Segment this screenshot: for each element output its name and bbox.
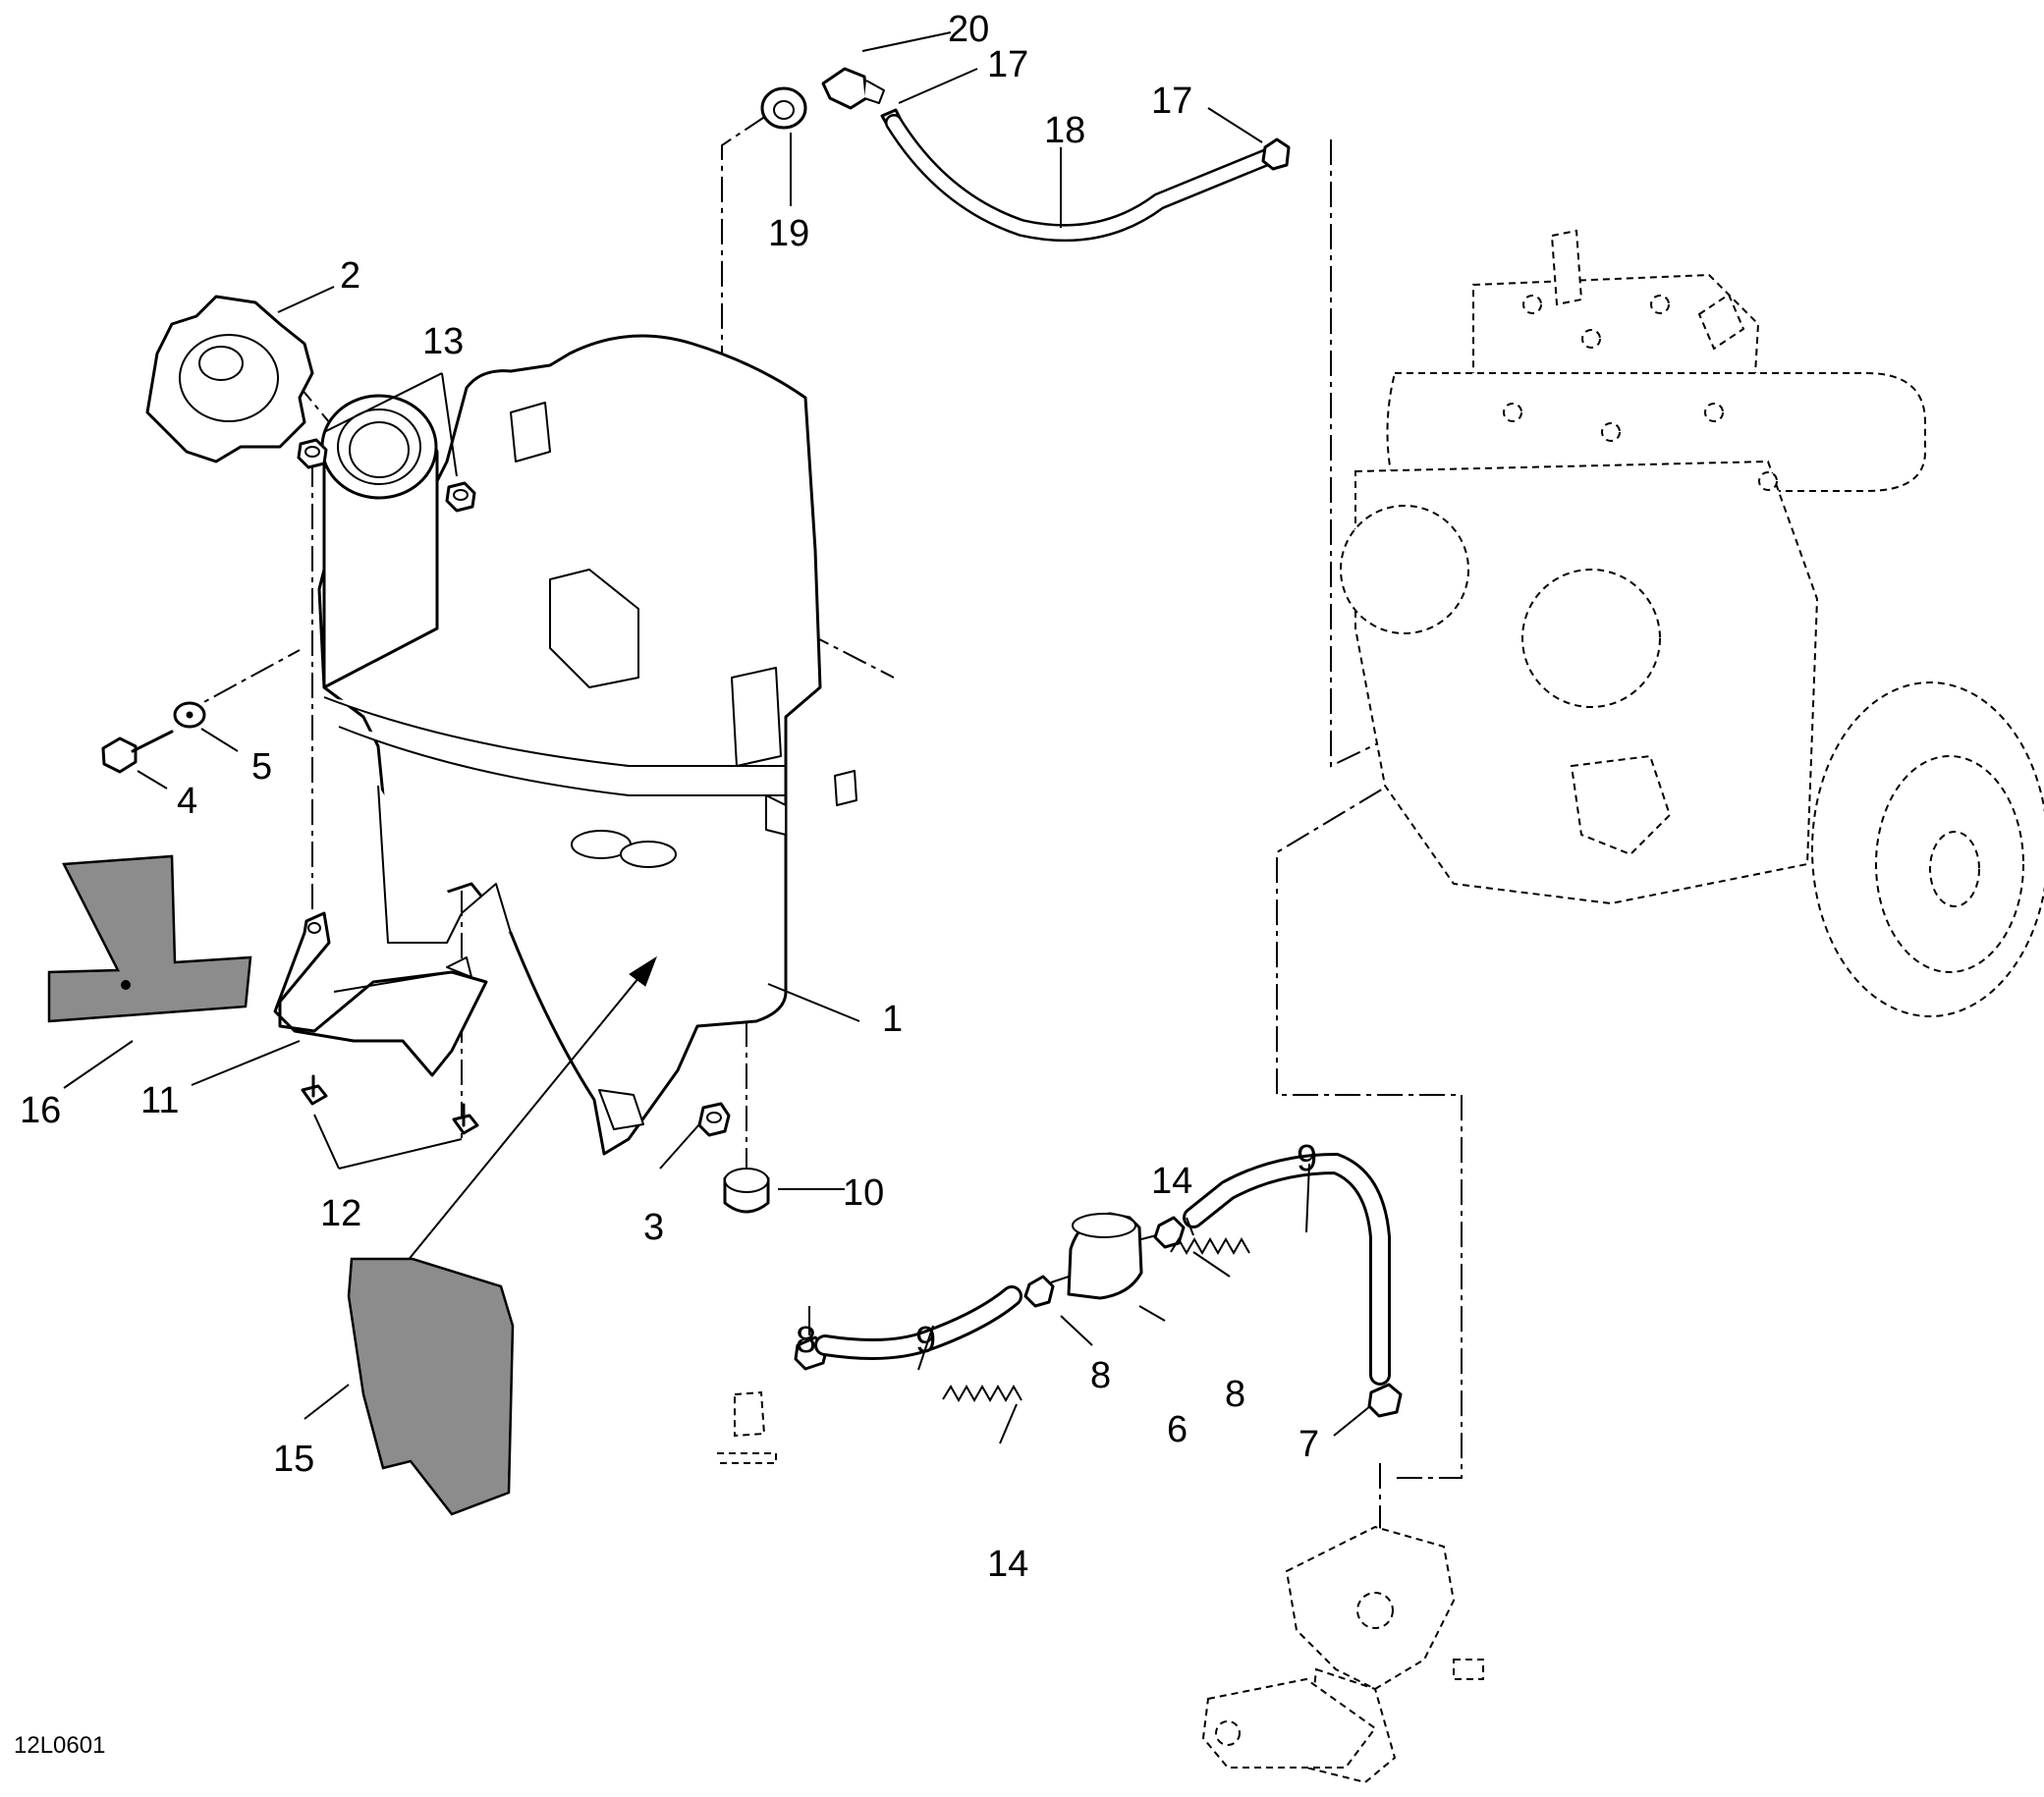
callout-8-middle: 8: [1090, 1355, 1111, 1396]
engine-carburetor-left: [1340, 505, 1469, 634]
bolt-4: [101, 730, 174, 774]
callout-8-right: 8: [1225, 1374, 1245, 1415]
callout-6: 6: [1167, 1409, 1188, 1450]
screw-12-left: [301, 1074, 328, 1106]
callout-14-top: 14: [1151, 1161, 1192, 1202]
engine-oil-pump: [1570, 754, 1672, 856]
oil-pump-ghost: [1201, 1525, 1484, 1784]
callout-17-right: 17: [1151, 81, 1192, 122]
callout-12: 12: [320, 1193, 361, 1234]
engine-plug-left: [1550, 229, 1583, 306]
callout-labels: 20 17 18 17 19 2 13 5 4 1 11 16 12 3 10 …: [14, 9, 1319, 1759]
clamp-8-right: [1153, 1216, 1186, 1249]
nut-13-right: [445, 481, 476, 513]
oil-tank: [317, 334, 857, 1156]
heat-shield-15: [347, 1257, 515, 1516]
hose-9-right: [1183, 1152, 1391, 1386]
spring-14-bottom: [942, 1384, 1022, 1403]
screw-12-right: [452, 1103, 479, 1135]
callout-20: 20: [948, 9, 989, 50]
callout-16: 16: [20, 1090, 61, 1131]
washer-5: [173, 701, 206, 729]
mounting-arrow: [402, 955, 657, 1268]
leader-lines: [63, 31, 1371, 1444]
bracket-11: [273, 911, 488, 1077]
engine-plug-right: [1697, 293, 1745, 351]
callout-13: 13: [422, 321, 464, 362]
callout-19: 19: [768, 213, 809, 254]
callout-8-left: 8: [796, 1320, 816, 1361]
callout-4: 4: [177, 781, 197, 822]
heat-shield-16: [47, 854, 252, 1023]
callout-5: 5: [251, 746, 272, 788]
engine-carburetor-right: [1521, 569, 1661, 708]
callout-15: 15: [273, 1439, 314, 1480]
filler-cap: [145, 295, 314, 463]
clamp-8-middle: [1023, 1275, 1055, 1308]
callout-9-right: 9: [1297, 1138, 1317, 1179]
fuel-filter-6: [1050, 1212, 1165, 1300]
callout-1: 1: [882, 999, 903, 1040]
tank-outlet-fitting: [717, 1390, 777, 1464]
callout-18: 18: [1044, 110, 1085, 151]
tank-filler-neck: [320, 394, 439, 689]
oil-pump-lever: [1201, 1677, 1377, 1769]
callout-11: 11: [140, 1080, 179, 1121]
callout-17-top: 17: [987, 44, 1028, 85]
spring-14-top: [1170, 1236, 1250, 1256]
clamp-7: [1367, 1383, 1403, 1418]
callout-2: 2: [340, 255, 360, 297]
callout-9-left: 9: [915, 1320, 936, 1361]
engine-ghost: [1340, 229, 2044, 1017]
clamp-17-right: [1261, 137, 1291, 171]
callout-10: 10: [843, 1172, 884, 1214]
elbow-fitting-20: [821, 67, 885, 110]
nut-3: [697, 1102, 731, 1137]
figure-reference: 12L0601: [14, 1732, 105, 1759]
grommet-10: [723, 1168, 770, 1214]
hose-18: [885, 114, 1276, 243]
grommet-19: [760, 86, 807, 130]
shield-16-marker: [121, 980, 131, 990]
engine-exhaust-manifold: [1386, 372, 1926, 492]
callout-7: 7: [1298, 1424, 1319, 1465]
nut-13-left: [297, 438, 328, 469]
callout-14-bottom: 14: [987, 1544, 1028, 1585]
callout-3: 3: [643, 1207, 664, 1248]
